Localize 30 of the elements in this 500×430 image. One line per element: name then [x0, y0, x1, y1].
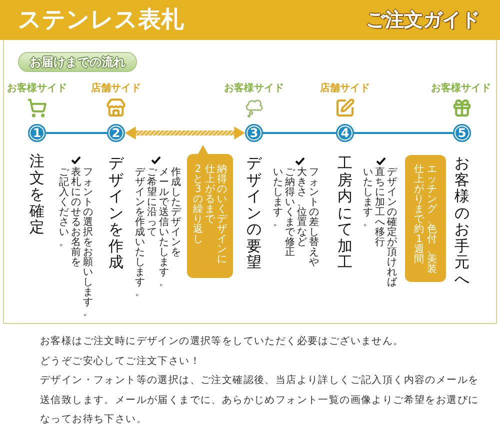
side-label: お客様サイド	[7, 84, 67, 94]
step-title: デザインの要望	[246, 155, 262, 270]
callout-text: 納得のいくデザインに仕上がるまで2と3の繰り返し	[192, 165, 228, 265]
step-description: 作成したデザインをメールで送信いたします。ご希望に沿ってデザインを作成いたします。	[135, 168, 181, 298]
step-title: 工房内にて加工	[338, 155, 352, 270]
side-label: お客様サイド	[224, 84, 284, 94]
section-heading: お届けまでの流れ	[30, 56, 126, 68]
step-title: 注文を確定	[30, 153, 44, 236]
speech-bubble	[187, 145, 233, 278]
step-description: フォントの選択をお願いします。表札にのせるお名前をご記入ください。	[59, 168, 93, 318]
callout-text: エッチング、色付、美装仕上がりまで約1週間	[413, 165, 438, 275]
double-arrow	[125, 126, 245, 140]
side-label: 店舗サイド	[91, 84, 141, 94]
step-title: デザインを作成	[108, 155, 124, 270]
step-description: デザインの確定が頂ければ直ちに加工へ移行いたします。	[363, 168, 397, 288]
section-tab	[18, 52, 137, 72]
step-title: お客様のお手元へ	[454, 155, 470, 287]
heading-text: ステンレス表札	[18, 8, 184, 32]
connector-line	[46, 132, 107, 134]
connector-line	[263, 132, 336, 134]
side-label: お客様サイド	[431, 84, 491, 94]
note-text: どうぞご安心してご注文下さい！	[40, 354, 202, 368]
callout-panel	[405, 155, 446, 282]
connector-line	[354, 132, 453, 134]
side-label: 店舗サイド	[320, 84, 370, 94]
step-description: フォントの差し替えや大きさ、位置などご納得いくまで修正いたします。	[273, 168, 319, 268]
note-text: お客様はご注文時にデザインの選択等をしていただく必要はございません。	[40, 334, 405, 349]
subtitle-text: ご注文ガイド	[366, 10, 480, 30]
header-band	[0, 0, 500, 40]
note-text: デザイン・フォント等の選択は、ご注文確認後、当店より詳しくご記入頂く内容のメールを送信致します。メールが届くまでに、あらかじめフォント一覧の画像よりご希望をお選びになってお待ち下さい。	[40, 374, 480, 427]
